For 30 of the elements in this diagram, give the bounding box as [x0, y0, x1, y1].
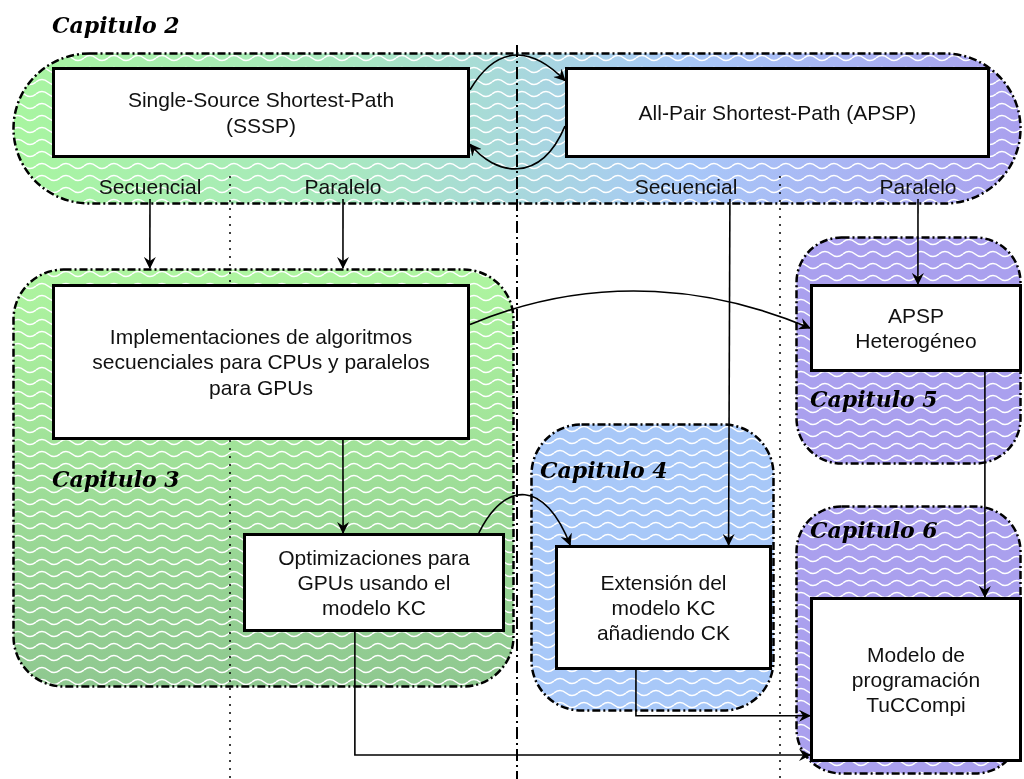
chapter-heading: Capitulo 5: [810, 388, 938, 410]
chapter-heading: Capitulo 6: [810, 519, 938, 541]
branch-label: Paralelo: [290, 173, 396, 199]
process-box: Modelo de programación TuCCompi: [810, 597, 1022, 762]
arrow: [635, 669, 811, 722]
arrow: [722, 198, 735, 546]
branch-label: Secuencial: [90, 173, 210, 199]
chapter-heading: Capitulo 4: [540, 459, 668, 481]
arrow: [337, 439, 350, 534]
process-box: Implementaciones de algoritmos secuenciales para CPUs y paralelos para GPUs: [52, 284, 470, 440]
arrow: [337, 198, 349, 269]
chapter-heading: Capitulo 2: [52, 14, 180, 36]
chapter-region: [795, 505, 1022, 775]
arrow: [469, 290, 811, 330]
chapter-region: [795, 236, 1022, 465]
branch-label: Secuencial: [625, 173, 747, 199]
chapter-heading: Capitulo 3: [52, 468, 180, 490]
arrow: [478, 493, 572, 546]
process-box: APSP Heterogéneo: [810, 284, 1022, 372]
process-box: Optimizaciones para GPUs usando el modelo KC: [243, 533, 505, 632]
arrow: [469, 125, 566, 170]
chapter-region: [12, 268, 515, 688]
process-box: Extensión del modelo KC añadiendo CK: [555, 545, 772, 670]
arrow: [911, 198, 924, 285]
chapter-region: [530, 423, 775, 712]
process-box: All-Pair Shortest-Path (APSP): [565, 67, 990, 158]
arrow: [978, 371, 991, 598]
branch-label: Paralelo: [865, 173, 971, 199]
process-box: Single-Source Shortest-Path (SSSP): [52, 67, 470, 158]
arrow: [143, 198, 156, 269]
